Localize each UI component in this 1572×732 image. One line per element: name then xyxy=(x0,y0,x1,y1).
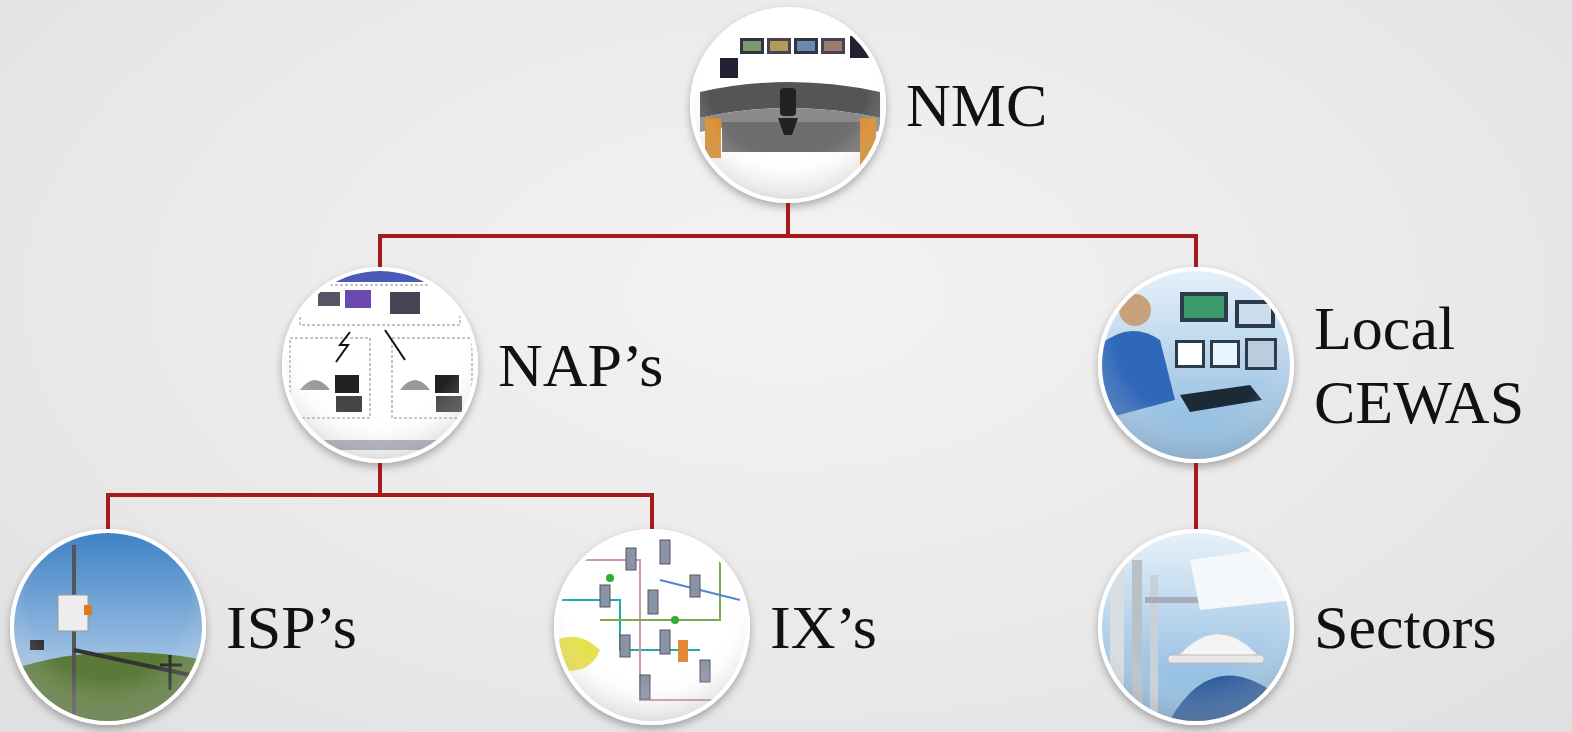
circle-node: Sectors xyxy=(1098,529,1294,725)
tree-connector xyxy=(380,463,652,529)
node-label: Local CEWAS xyxy=(1314,291,1564,440)
circle-node: Local CEWAS xyxy=(1098,267,1294,463)
node-label: NMC xyxy=(906,68,1047,142)
tree-connector xyxy=(380,203,788,267)
circle-node: IX’s xyxy=(554,529,750,725)
circle-node: NAP’s xyxy=(282,267,478,463)
tree-connector xyxy=(108,463,380,529)
node-label: ISP’s xyxy=(226,590,357,664)
node-label: NAP’s xyxy=(498,328,663,402)
tree-connector xyxy=(788,203,1196,267)
node-label: IX’s xyxy=(770,590,877,664)
node-label: Sectors xyxy=(1314,590,1497,664)
circle-node: NMC xyxy=(690,7,886,203)
tree-connector xyxy=(1194,463,1198,529)
circle-node: ISP’s xyxy=(10,529,206,725)
